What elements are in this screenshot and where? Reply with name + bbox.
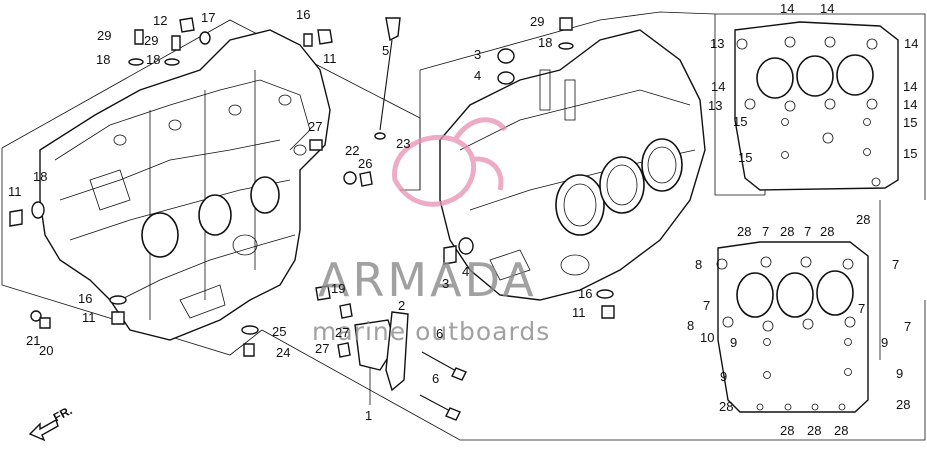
- callout-cover-bottom-17: 28: [719, 399, 733, 414]
- callout-left-block-10: 26: [358, 156, 372, 171]
- callout-left-block-16: 11: [82, 310, 96, 325]
- callout-right-block-5: 3: [442, 276, 449, 291]
- callout-cover-bottom-0: 28: [737, 224, 751, 239]
- callout-left-block-20: 25: [272, 324, 286, 339]
- callout-left-block-2: 29: [97, 28, 111, 43]
- callout-cover-top-8: 15: [733, 114, 747, 129]
- callout-right-block-3: 4: [474, 68, 481, 83]
- callout-cover-bottom-21: 28: [834, 423, 848, 438]
- callout-cover-bottom-16: 9: [896, 366, 903, 381]
- callout-cover-top-0: 14: [780, 1, 794, 16]
- callout-left-block-22: 21: [26, 333, 40, 348]
- callout-cover-bottom-8: 7: [703, 298, 710, 313]
- callout-left-block-24: 2: [398, 298, 405, 313]
- callout-left-block-9: 22: [345, 143, 359, 158]
- callout-left-block-4: 18: [96, 52, 110, 67]
- callout-cover-bottom-18: 28: [896, 397, 910, 412]
- head-gasket-bottom: [716, 241, 869, 413]
- callout-cover-bottom-6: 8: [695, 257, 702, 272]
- watermark-logo-mark: [392, 117, 508, 207]
- callout-left-block-19: 27: [315, 341, 329, 356]
- callout-cover-bottom-4: 28: [820, 224, 834, 239]
- callout-left-block-18: 27: [335, 325, 349, 340]
- callout-left-block-11: 23: [396, 136, 410, 151]
- callout-right-block-1: 18: [538, 35, 552, 50]
- right-cylinder-block: [439, 29, 706, 301]
- callout-right-block-2: 3: [474, 47, 481, 62]
- callout-left-block-6: 16: [296, 7, 310, 22]
- callout-right-block-7: 11: [572, 305, 586, 320]
- callout-left-block-1: 17: [201, 10, 215, 25]
- callout-cover-top-3: 14: [904, 36, 918, 51]
- left-crankcase: [39, 29, 331, 341]
- callout-right-block-4: 4: [462, 264, 469, 279]
- callout-left-block-7: 11: [323, 51, 337, 66]
- callout-cover-bottom-14: 9: [881, 335, 888, 350]
- callout-cover-top-9: 15: [903, 115, 917, 130]
- callout-left-block-14: 18: [33, 169, 47, 184]
- callout-cover-top-6: 13: [708, 98, 722, 113]
- callout-left-block-8: 27: [308, 119, 322, 134]
- callout-cover-top-11: 15: [903, 146, 917, 161]
- callout-right-block-6: 16: [578, 286, 592, 301]
- callout-left-block-25: 1: [365, 408, 372, 423]
- callout-cover-bottom-7: 7: [892, 257, 899, 272]
- callout-cover-bottom-1: 7: [762, 224, 769, 239]
- callout-cover-bottom-20: 28: [807, 423, 821, 438]
- callout-cover-top-10: 15: [738, 150, 752, 165]
- callout-left-block-12: 5: [382, 43, 389, 58]
- callout-cover-top-4: 14: [711, 79, 725, 94]
- watermark-brand: ARMADA: [318, 253, 537, 307]
- callout-left-block-17: 19: [331, 281, 345, 296]
- callout-left-block-13: 11: [8, 184, 22, 199]
- callout-cover-bottom-11: 7: [904, 319, 911, 334]
- callout-cover-bottom-15: 9: [720, 369, 727, 384]
- callout-cover-bottom-12: 10: [700, 330, 714, 345]
- callout-cover-bottom-19: 28: [780, 423, 794, 438]
- callout-left-block-21: 24: [276, 345, 290, 360]
- hardware-parts: [9, 17, 615, 421]
- callout-left-block-3: 29: [144, 33, 158, 48]
- callout-cover-top-5: 14: [903, 79, 917, 94]
- callout-left-block-27: 6: [432, 371, 439, 386]
- callout-cover-top-2: 13: [710, 36, 724, 51]
- callout-cover-bottom-5: 28: [856, 212, 870, 227]
- callout-cover-top-1: 14: [820, 1, 834, 16]
- callout-cover-top-7: 14: [903, 97, 917, 112]
- callout-left-block-0: 12: [153, 13, 167, 28]
- callout-left-block-5: 18: [146, 52, 160, 67]
- callout-cover-bottom-3: 7: [804, 224, 811, 239]
- callout-cover-bottom-13: 9: [730, 335, 737, 350]
- callout-left-block-15: 16: [78, 291, 92, 306]
- head-gasket-top: [734, 21, 899, 191]
- bracket-lines: [1, 11, 926, 441]
- arrow-icon: [28, 418, 59, 442]
- callout-cover-bottom-2: 28: [780, 224, 794, 239]
- callout-left-block-23: 20: [39, 343, 53, 358]
- callout-left-block-26: 6: [436, 326, 443, 341]
- callout-right-block-0: 29: [530, 14, 544, 29]
- watermark-tagline: marine outboards: [312, 317, 550, 346]
- callout-cover-bottom-10: 8: [687, 318, 694, 333]
- callout-cover-bottom-9: 7: [858, 301, 865, 316]
- front-direction-marker: FR.: [28, 403, 74, 442]
